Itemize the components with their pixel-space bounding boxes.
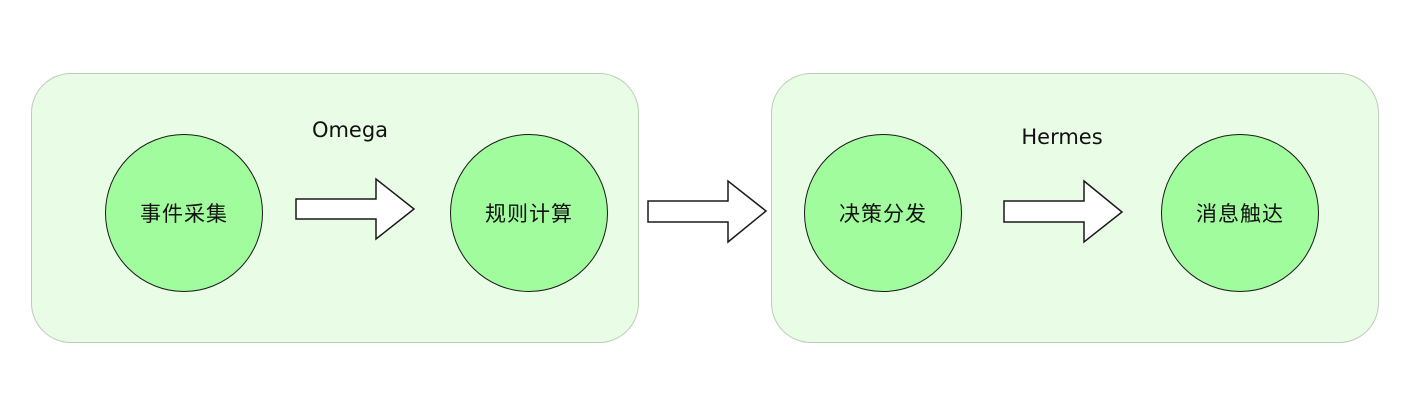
group-title-omega: Omega xyxy=(311,118,389,142)
node-decision-dispatch: 决策分发 xyxy=(804,134,962,292)
arrow-omega-to-hermes xyxy=(647,179,768,244)
node-rule-computation: 规则计算 xyxy=(450,134,608,292)
group-title-hermes: Hermes xyxy=(1021,125,1103,149)
node-message-delivery: 消息触达 xyxy=(1161,134,1319,292)
node-event-collection: 事件采集 xyxy=(105,134,263,292)
